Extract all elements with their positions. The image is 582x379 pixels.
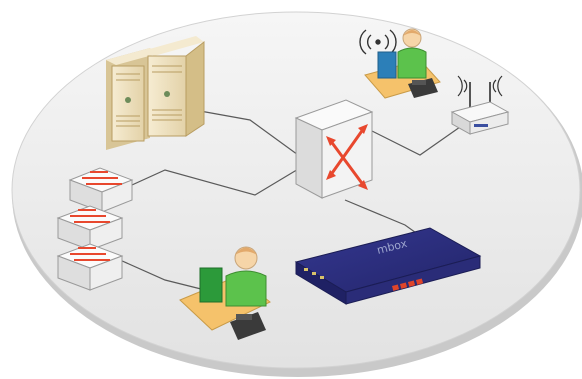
user-hair (403, 30, 421, 36)
link-core-ap (369, 119, 471, 156)
core-switch (294, 99, 374, 199)
phone-icon (408, 78, 438, 98)
server-right (146, 36, 205, 137)
desk-user (179, 246, 271, 340)
switch-arrows-icon (70, 247, 110, 261)
switch-arrows-icon (70, 209, 110, 223)
user-hair (235, 247, 257, 255)
user-body (225, 270, 267, 307)
server-pair (106, 36, 205, 150)
stack-switch-3 (56, 243, 124, 291)
switch-arrows-icon (82, 171, 122, 185)
front-ports (392, 278, 424, 291)
user-body (397, 47, 427, 79)
side-ports (304, 268, 324, 279)
ap-signal-icon (457, 75, 503, 97)
monitor (377, 51, 397, 79)
monitor (199, 267, 223, 303)
stack-switch-1 (68, 167, 134, 213)
wireless-user (359, 28, 441, 99)
stack-switch-2 (56, 205, 124, 251)
link-stack-user (119, 259, 206, 291)
mbox-appliance: mbox (294, 227, 482, 305)
link-core-stack (109, 167, 301, 196)
server-left (106, 48, 160, 150)
switch-stack (56, 167, 134, 291)
switch-arrows-icon (326, 124, 368, 190)
user-head (234, 246, 258, 270)
phone-icon (230, 312, 266, 340)
access-point (450, 75, 510, 135)
